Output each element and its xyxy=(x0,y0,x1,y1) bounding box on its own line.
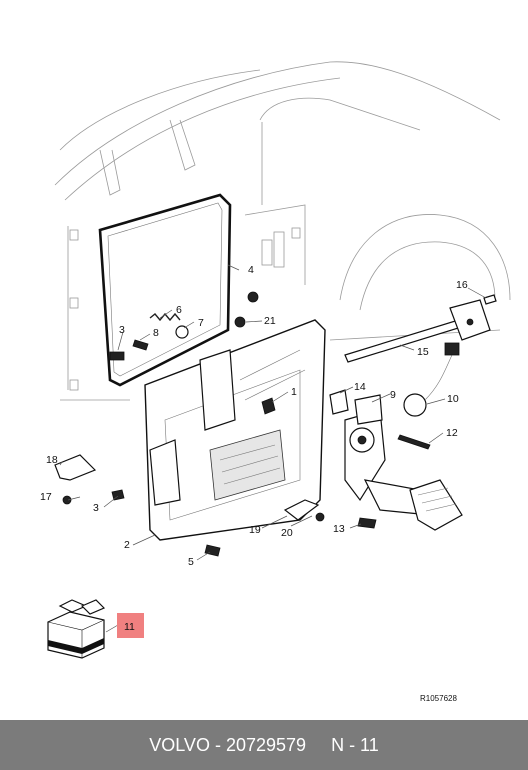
callout-16: 16 xyxy=(456,279,468,291)
cab-body-outline xyxy=(54,61,511,401)
callout-10: 10 xyxy=(447,393,459,405)
callout-18: 18 xyxy=(46,454,58,466)
position-label: N - 11 xyxy=(331,734,379,755)
callout-21: 21 xyxy=(264,315,276,327)
callout-20: 20 xyxy=(281,527,293,539)
separator: - xyxy=(209,734,226,755)
callout-12: 12 xyxy=(446,427,458,439)
brand-name: VOLVO xyxy=(149,734,210,755)
callout-14: 14 xyxy=(354,381,366,393)
pivot-rod-part-15 xyxy=(344,294,497,363)
callout-17: 17 xyxy=(40,491,52,503)
leader-lines xyxy=(59,264,487,633)
fasteners xyxy=(54,291,431,557)
callout-9: 9 xyxy=(390,389,396,401)
callout-15: 15 xyxy=(417,346,429,358)
part-number: 20729579 xyxy=(225,734,307,755)
callout-13: 13 xyxy=(333,523,345,535)
callout-3-top: 3 xyxy=(119,324,125,336)
kit-box-part-11 xyxy=(47,599,106,659)
callout-11-highlight xyxy=(117,613,144,638)
callout-numbers: 1 2 3 3 4 5 6 7 8 9 10 11 12 13 14 15 16… xyxy=(40,264,468,703)
callout-7: 7 xyxy=(198,317,204,329)
callout-5: 5 xyxy=(188,556,194,568)
accelerator-pedal-assembly xyxy=(329,342,463,531)
callout-4: 4 xyxy=(248,264,254,276)
parts-exploded-diagram: 1 2 3 3 4 5 6 7 8 9 10 11 12 13 14 15 16… xyxy=(40,61,511,703)
footer-bar: VOLVO - 20729579 N - 11 xyxy=(0,720,528,770)
callout-11: 11 xyxy=(124,621,135,633)
callout-3-bottom: 3 xyxy=(93,502,99,514)
callout-8: 8 xyxy=(153,327,159,339)
callout-2: 2 xyxy=(124,539,130,551)
seal-frame-part-4 xyxy=(98,193,232,387)
callout-1: 1 xyxy=(291,386,297,398)
callout-19: 19 xyxy=(249,524,261,536)
reference-code: R1057628 xyxy=(420,694,457,703)
callout-6: 6 xyxy=(176,304,182,316)
pedal-box-plate-part-2 xyxy=(144,319,326,541)
